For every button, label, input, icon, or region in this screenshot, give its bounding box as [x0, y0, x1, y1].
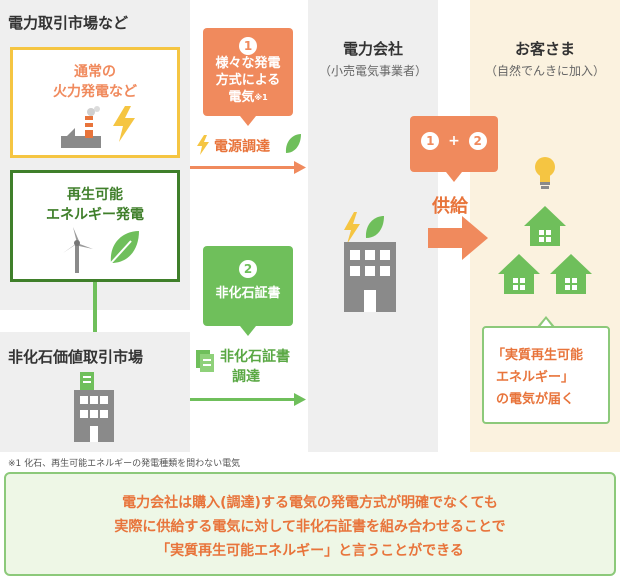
leaf-small-icon — [285, 134, 301, 153]
supply-arrow — [428, 216, 488, 260]
power-company-subtitle: （小売電気事業者） — [318, 64, 427, 78]
customer-subtitle: （自然でんきに加入） — [484, 64, 605, 78]
renewable-title-line2: エネルギー発電 — [46, 207, 144, 223]
procure-cert-line1: 非化石証書 — [220, 349, 290, 365]
house-icon-left — [498, 254, 540, 294]
callout-line2: エネルギー」 — [496, 370, 575, 385]
combine-pointer — [446, 172, 462, 182]
step1-number: 1 — [239, 37, 257, 55]
customer-title: お客さま — [514, 40, 575, 58]
thermal-title-line2: 火力発電など — [53, 84, 137, 100]
step1-footnote-mark: ※1 — [254, 93, 268, 102]
step1-bubble: 1 様々な発電 方式による 電気※1 — [203, 28, 293, 116]
renewable-title-line1: 再生可能 — [67, 187, 123, 203]
light-bulb-icon — [535, 157, 555, 189]
summary-line1: 電力会社は購入(調達)する電気の発電方式が明確でなくても — [122, 495, 498, 511]
summary-line2: 実際に供給する電気に対して非化石証書を組み合わせることで — [114, 519, 506, 535]
combine-plus: + — [448, 133, 460, 149]
summary-line3: 「実質再生可能エネルギー」と言うことができる — [156, 543, 464, 559]
factory-icon — [61, 106, 101, 148]
combine-b: 2 — [468, 132, 487, 150]
summary-box: 電力会社は購入(調達)する電気の発電方式が明確でなくても 実際に供給する電気に対… — [4, 472, 616, 576]
power-company-building-icon — [344, 212, 396, 312]
renewable-box: 再生可能 エネルギー発電 — [10, 170, 180, 282]
step2-bubble: 2 非化石証書 — [203, 246, 293, 326]
footnote: ※1 化石、再生可能エネルギーの発電種類を問わない電気 — [8, 459, 241, 469]
callout-line3: の電気が届く — [496, 392, 575, 407]
step2-pointer — [240, 326, 256, 336]
power-arrow-head — [294, 161, 306, 174]
step1-line3: 電気 — [228, 90, 255, 105]
step1-line1: 様々な発電 — [215, 56, 281, 71]
supply-label: 供給 — [432, 196, 468, 217]
house-icon-top — [524, 206, 566, 246]
leaf-icon — [110, 231, 139, 264]
cert-arrow-head — [294, 393, 306, 406]
thermal-title-line1: 通常の — [74, 64, 116, 80]
callout-pointer — [536, 316, 556, 328]
wind-turbine-icon — [63, 227, 93, 273]
callout-line1: 「実質再生可能 — [492, 348, 584, 363]
thermal-box: 通常の 火力発電など — [10, 47, 180, 158]
step2-number: 2 — [239, 260, 257, 278]
step1-pointer — [240, 116, 256, 126]
house-icon-right — [550, 254, 592, 294]
nonfossil-market-title: 非化石価値取引市場 — [8, 348, 144, 366]
step1-line2: 方式による — [215, 73, 281, 88]
power-arrow-line — [190, 166, 296, 169]
power-company-title: 電力会社 — [342, 40, 403, 58]
lightning-small-icon — [197, 135, 209, 155]
procure-power-label: 電源調達 — [214, 139, 270, 155]
combine-bubble: 1 + 2 — [410, 116, 498, 172]
step2-line1: 非化石証書 — [215, 286, 281, 301]
building-certificate-icon — [74, 372, 114, 442]
cert-arrow-line — [190, 398, 296, 401]
certificate-icon — [196, 350, 214, 372]
combine-a: 1 — [421, 132, 440, 150]
connector-line — [93, 282, 97, 332]
market-title: 電力取引市場など — [8, 14, 129, 32]
procure-cert-line2: 調達 — [232, 369, 260, 385]
lightning-icon — [113, 106, 135, 142]
callout-box: 「実質再生可能 エネルギー」 の電気が届く — [482, 326, 610, 424]
